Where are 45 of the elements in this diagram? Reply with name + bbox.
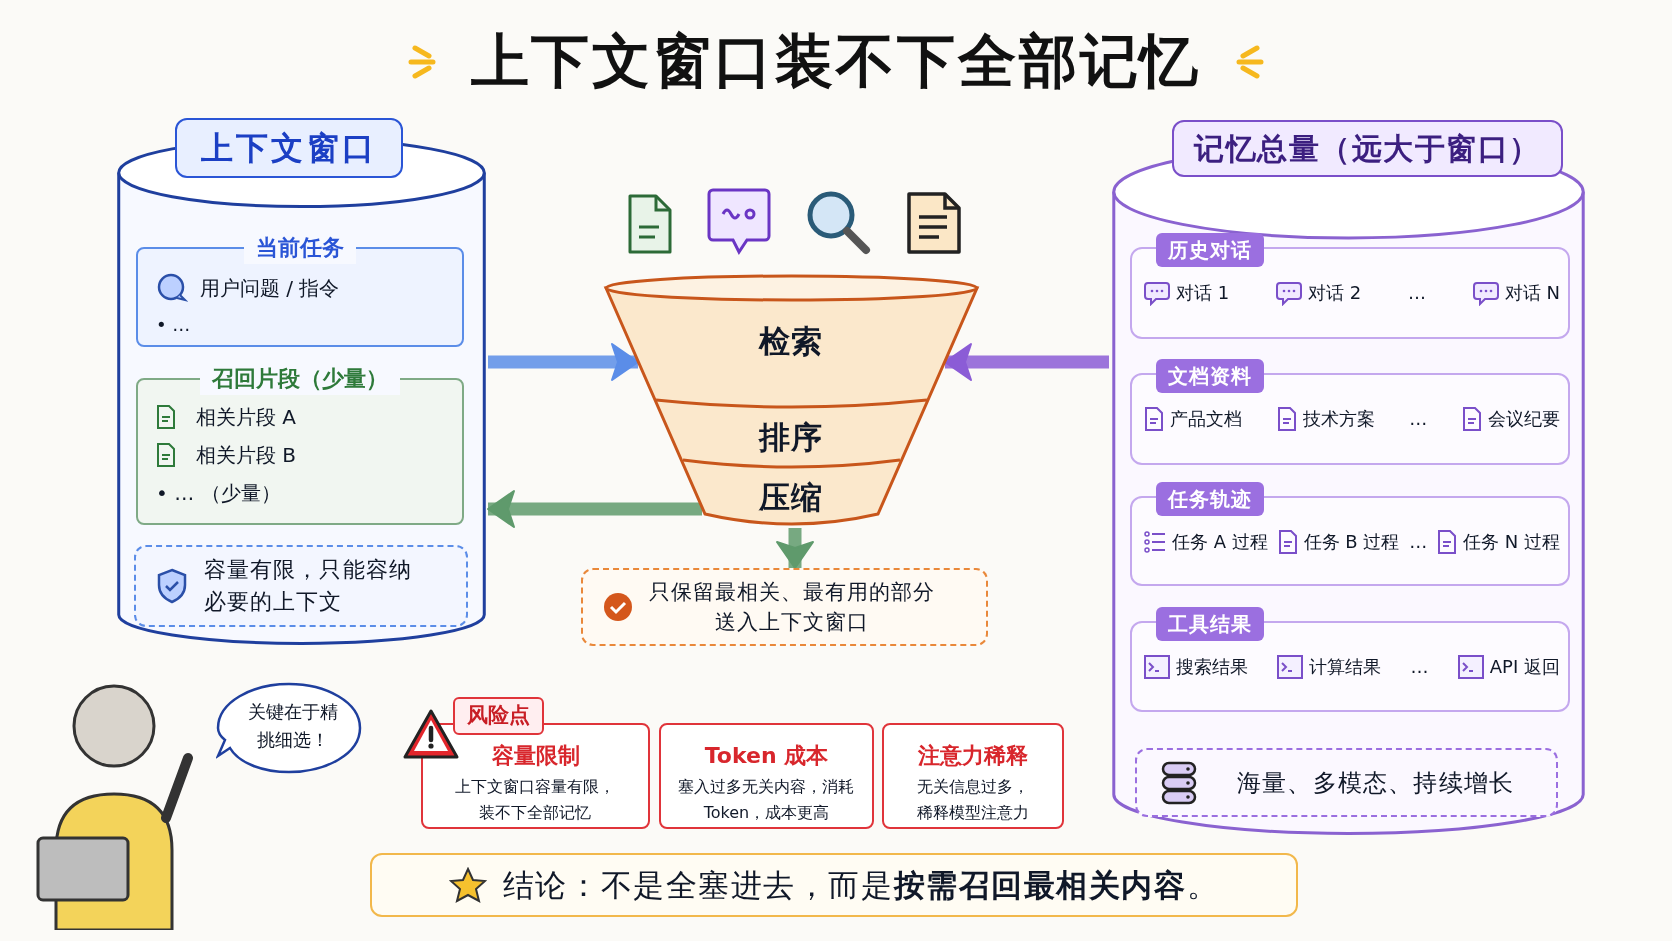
speech-text: 关键在于精挑细选！	[247, 700, 339, 752]
risk-text: 无关信息过多，稀释模型注意力	[916, 776, 1030, 824]
item-text: API 返回	[1489, 655, 1560, 679]
item-text: 任务 N 过程	[1463, 530, 1560, 554]
arrow	[776, 528, 814, 569]
item-text: 对话 1	[1176, 281, 1230, 305]
item-text: …	[1408, 281, 1426, 305]
section-heading: 召回片段（少量）	[212, 366, 388, 391]
cylinder-title: 上下文窗口	[201, 129, 377, 167]
item-text: 任务 B 过程	[1303, 530, 1400, 554]
item-text: …	[1409, 407, 1428, 431]
note-text: 容量有限，只能容纳必要的上下文	[204, 556, 413, 616]
arrow	[487, 490, 702, 528]
item-text: 会议纪要	[1487, 407, 1560, 431]
item-text: 计算结果	[1309, 655, 1382, 679]
arrow	[944, 343, 1109, 381]
arrow	[488, 343, 639, 381]
item-text: 相关片段 B	[196, 442, 297, 469]
item-text: • … （少量）	[156, 480, 281, 507]
item-text: 任务 A 过程	[1172, 530, 1268, 554]
item-text: 相关片段 A	[196, 404, 297, 431]
conclusion-text: 结论：不是全塞进去，而是按需召回最相关内容。	[502, 865, 1220, 905]
funnel-stage-label: 排序	[758, 418, 825, 457]
item-text: 技术方案	[1302, 407, 1375, 431]
cylinder-title: 记忆总量（远大于窗口）	[1194, 131, 1541, 166]
item-text: 产品文档	[1170, 407, 1242, 431]
item-text: …	[1410, 655, 1429, 679]
item-text: 对话 2	[1308, 281, 1362, 305]
item-text: 搜索结果	[1176, 655, 1248, 679]
item-text: …	[1409, 530, 1428, 554]
item-text: • …	[156, 314, 191, 335]
result-text: 只保留最相关、最有用的部分送入上下文窗口	[647, 579, 937, 636]
risk-title: Token 成本	[704, 742, 829, 770]
risk-title: 容量限制	[491, 742, 580, 770]
section-heading: 当前任务	[256, 235, 344, 260]
item-text: 对话 N	[1504, 281, 1560, 305]
risk-title: 注意力稀释	[918, 742, 1028, 770]
title: 上下文窗口装不下全部记忆	[470, 26, 1202, 97]
risk-text: 上下文窗口容量有限，装不下全部记忆	[454, 776, 617, 824]
risk-tag: 风险点	[453, 697, 544, 735]
note-text: 海量、多模态、持续增长	[1237, 767, 1515, 799]
funnel-stage-label: 检索	[758, 322, 825, 361]
funnel-stage-label: 压缩	[758, 478, 825, 517]
item-text: 用户问题 / 指令	[200, 275, 340, 302]
risk-text: 塞入过多无关内容，消耗 Token，成本更高	[677, 776, 856, 824]
